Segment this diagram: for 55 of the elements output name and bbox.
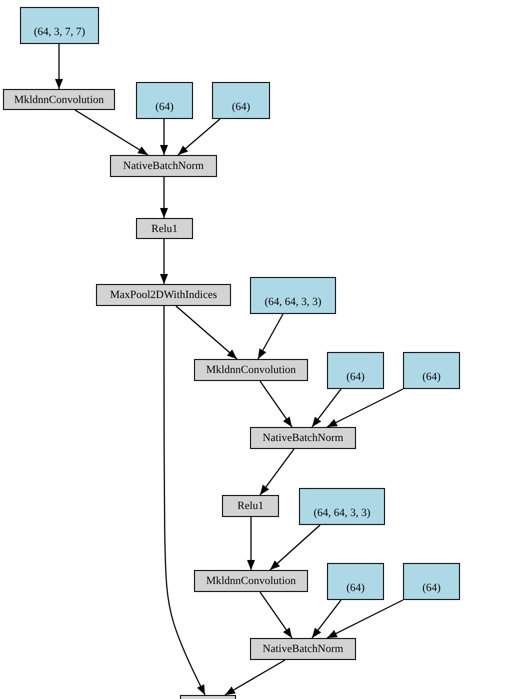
tensor-shape-label: (64, 64, 3, 3) [314, 507, 370, 519]
parameter-box [327, 352, 384, 389]
arrow [326, 599, 404, 639]
parameter-box [136, 82, 193, 119]
parameter-box [250, 277, 336, 314]
arrow [312, 600, 342, 638]
operation-box [222, 495, 279, 517]
tensor-shape-label: (64) [422, 371, 441, 383]
operation-box [194, 570, 308, 592]
arrow [178, 118, 220, 156]
tensor-shape-label: (64) [232, 101, 250, 113]
arrow [224, 659, 286, 696]
operation-box [250, 638, 356, 660]
operation-box [250, 427, 356, 449]
arrow [247, 517, 255, 570]
parameter-box [212, 82, 270, 119]
operation-box [136, 218, 193, 239]
arrow [74, 109, 148, 156]
operation-box [110, 155, 217, 177]
tensor-shape-label: (64) [155, 101, 174, 113]
tensor-shape-label: (64) [346, 582, 365, 594]
operation-label: Relu1 [151, 222, 178, 234]
parameter-box [20, 7, 99, 44]
operation-label: MkldnnConvolution [206, 575, 296, 587]
operation-label: NativeBatchNorm [262, 432, 344, 444]
operation-label: MaxPool2DWithIndices [110, 289, 218, 301]
parameter-box [299, 488, 385, 525]
operation-box [96, 284, 231, 306]
tensor-shape-label: (64, 3, 7, 7) [34, 26, 86, 38]
operation-box [3, 89, 115, 110]
arrow [257, 314, 284, 360]
parameter-box [403, 352, 460, 389]
arrow [160, 239, 168, 284]
operation-label: MkldnnConvolution [14, 94, 104, 106]
operation-box [194, 359, 308, 381]
arrow [160, 177, 168, 218]
operation-label: MkldnnConvolution [206, 364, 296, 376]
arrow [326, 388, 404, 428]
parameter-box [327, 563, 384, 600]
arrow [260, 592, 292, 638]
operation-label: Relu1 [237, 500, 264, 512]
arrow [55, 44, 63, 89]
arrow [260, 448, 294, 496]
tensor-shape-label: (64) [422, 582, 441, 594]
operation-label: NativeBatchNorm [262, 643, 344, 655]
arrow [163, 306, 206, 696]
tensor-shape-label: (64, 64, 3, 3) [264, 296, 322, 308]
arrow [260, 380, 292, 428]
operation-label: NativeBatchNorm [123, 160, 204, 172]
arrow [160, 119, 168, 155]
parameter-box [403, 563, 460, 600]
tensor-shape-label: (64) [346, 371, 365, 383]
arrow [270, 524, 320, 570]
arrow [176, 306, 238, 360]
arrow [312, 388, 342, 428]
